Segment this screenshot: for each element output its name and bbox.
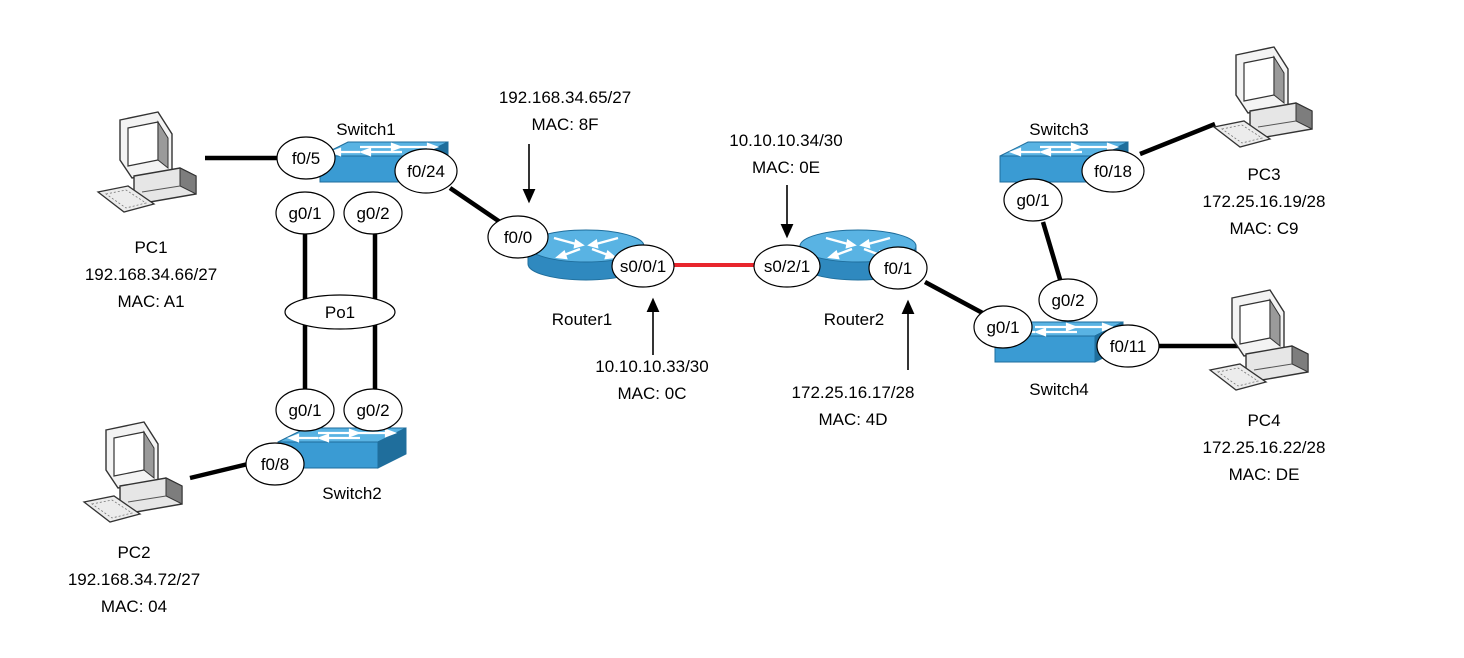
- link-switch3-switch4: [1040, 221, 1065, 287]
- switch4-name: Switch4: [1029, 380, 1089, 399]
- svg-text:g0/1: g0/1: [986, 318, 1019, 337]
- pc2-icon: [83, 421, 183, 523]
- port-r1-f00: f0/0: [487, 215, 549, 259]
- r1-f00-mac: MAC: 8F: [531, 115, 598, 134]
- link-switch3-pc3: [1139, 121, 1216, 157]
- svg-text:g0/1: g0/1: [288, 204, 321, 223]
- pc3-mac: MAC: C9: [1230, 219, 1299, 238]
- pc2-ip: 192.168.34.72/27: [68, 570, 200, 589]
- pc2-name: PC2: [117, 543, 150, 562]
- r1-f00-ip: 192.168.34.65/27: [499, 88, 631, 107]
- link-router2-switch4: [923, 280, 992, 319]
- svg-text:g0/2: g0/2: [356, 401, 389, 420]
- r2-f01-ip: 172.25.16.17/28: [792, 383, 915, 402]
- port-sw2-g02: g0/2: [343, 388, 403, 432]
- svg-text:f0/5: f0/5: [292, 149, 320, 168]
- port-r2-f01: f0/1: [868, 246, 928, 290]
- port-sw4-f011: f0/11: [1096, 324, 1160, 368]
- router1-name: Router1: [552, 310, 612, 329]
- r1-s001-mac: MAC: 0C: [618, 384, 687, 403]
- pc4-mac: MAC: DE: [1229, 465, 1300, 484]
- link-switch1-router1: [448, 186, 502, 224]
- svg-text:s0/0/1: s0/0/1: [620, 257, 666, 276]
- pc4-icon: [1209, 289, 1309, 391]
- svg-text:f0/1: f0/1: [884, 259, 912, 278]
- pc3-name: PC3: [1247, 165, 1280, 184]
- r2-s021-ip: 10.10.10.34/30: [729, 131, 842, 150]
- pc1-icon: [97, 111, 197, 213]
- svg-text:f0/24: f0/24: [407, 162, 445, 181]
- svg-text:g0/1: g0/1: [288, 401, 321, 420]
- router2-name: Router2: [824, 310, 884, 329]
- svg-text:f0/11: f0/11: [1110, 337, 1147, 356]
- pc3-icon: [1213, 46, 1313, 148]
- svg-text:s0/2/1: s0/2/1: [764, 257, 810, 276]
- link-pc2-switch2: [189, 461, 249, 481]
- r2-s021-mac: MAC: 0E: [752, 158, 820, 177]
- port-sw1-g02: g0/2: [343, 191, 403, 235]
- svg-text:g0/1: g0/1: [1016, 191, 1049, 210]
- pc3-ip: 172.25.16.19/28: [1203, 192, 1326, 211]
- port-sw2-g01: g0/1: [275, 388, 335, 432]
- switch3-name: Switch3: [1029, 120, 1089, 139]
- port-po1: Po1: [284, 294, 396, 330]
- svg-text:f0/0: f0/0: [504, 228, 532, 247]
- switch1-name: Switch1: [336, 120, 396, 139]
- switch2-name: Switch2: [322, 484, 382, 503]
- r2-f01-mac: MAC: 4D: [819, 410, 888, 429]
- port-sw4-g01: g0/1: [973, 305, 1033, 349]
- pc4-name: PC4: [1247, 411, 1280, 430]
- pc1-ip: 192.168.34.66/27: [85, 265, 217, 284]
- port-r2-s021: s0/2/1: [753, 244, 821, 288]
- port-sw3-f018: f0/18: [1081, 149, 1145, 193]
- port-sw2-f08: f0/8: [245, 442, 305, 486]
- svg-text:Po1: Po1: [325, 303, 355, 322]
- port-sw4-g02: g0/2: [1038, 278, 1098, 322]
- port-r1-s001: s0/0/1: [611, 244, 675, 288]
- port-sw3-g01: g0/1: [1003, 178, 1063, 222]
- pc1-name: PC1: [134, 238, 167, 257]
- svg-text:g0/2: g0/2: [1051, 291, 1084, 310]
- pc4-ip: 172.25.16.22/28: [1203, 438, 1326, 457]
- r1-s001-ip: 10.10.10.33/30: [595, 357, 708, 376]
- port-sw1-g01: g0/1: [275, 191, 335, 235]
- pc2-mac: MAC: 04: [101, 597, 167, 616]
- svg-text:f0/8: f0/8: [261, 455, 289, 474]
- svg-text:g0/2: g0/2: [356, 204, 389, 223]
- svg-text:f0/18: f0/18: [1094, 162, 1132, 181]
- pc1-mac: MAC: A1: [117, 292, 184, 311]
- port-sw1-f05: f0/5: [276, 136, 336, 180]
- port-sw1-f024: f0/24: [394, 148, 458, 194]
